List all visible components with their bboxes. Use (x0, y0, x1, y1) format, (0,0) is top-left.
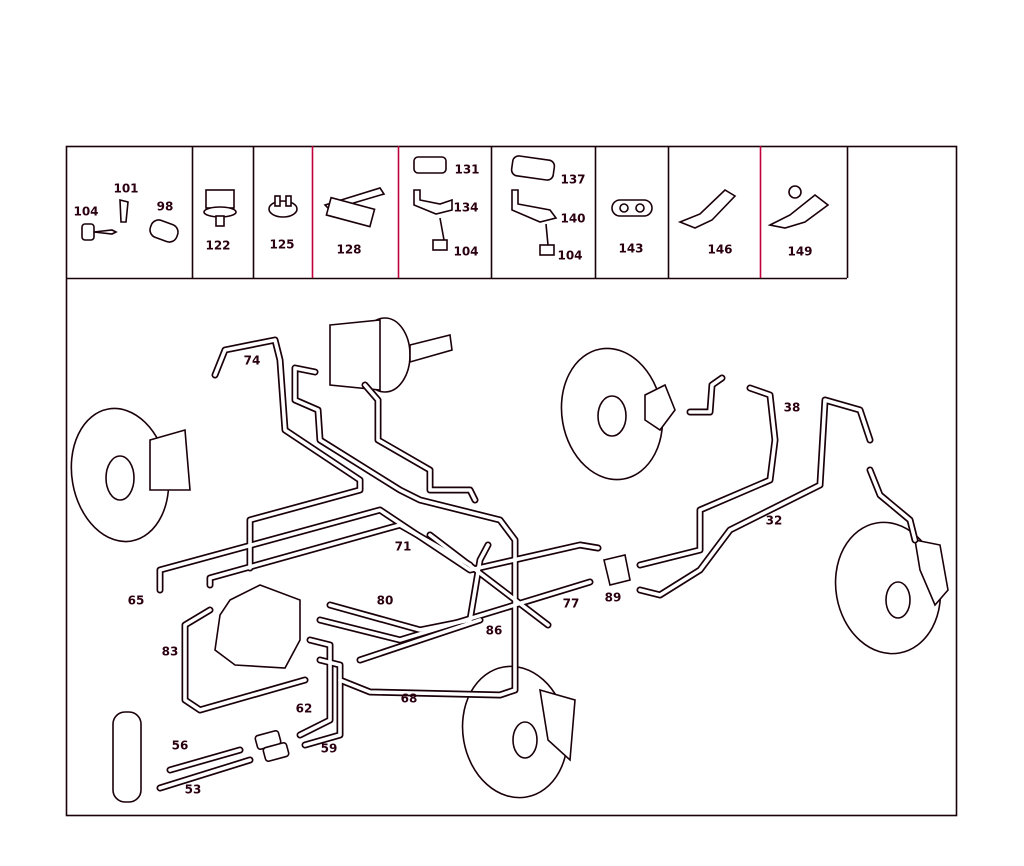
accumulator (112, 711, 142, 803)
part-label: 62 (296, 702, 313, 716)
holder-icon (203, 189, 237, 227)
front-left-brake-disc (70, 407, 191, 543)
part-label: 104 (73, 205, 98, 219)
brake-pipe-inner (688, 376, 724, 414)
clip-131-icon (413, 156, 447, 174)
brake-pipe-inner (638, 398, 872, 597)
brake-pipe-inner (168, 748, 242, 772)
part-label: 140 (560, 212, 585, 226)
part-label: 137 (560, 173, 585, 187)
part-label: 65 (128, 594, 145, 608)
clip-icon (119, 198, 129, 223)
brake-pipe-inner (213, 338, 362, 570)
header-parts-row (66, 146, 849, 280)
part-label: 89 (605, 591, 622, 605)
part-label: 74 (244, 354, 261, 368)
brake-lines (156, 336, 919, 792)
brake-pipe-inner (208, 523, 472, 587)
brake-pipe-inner (638, 386, 777, 567)
connectors (254, 730, 290, 762)
bracket-140-icon (511, 189, 558, 223)
bolt-icon (81, 223, 118, 241)
part-label: 68 (401, 692, 418, 706)
screw-104-icon (432, 217, 448, 251)
long-clip-icon (323, 187, 386, 228)
brake-pipe-inner (303, 658, 342, 747)
grommet-icon (268, 195, 298, 218)
rear-left-brake-disc (461, 665, 576, 799)
part-label: 77 (563, 597, 580, 611)
brake-pipe-inner (318, 580, 592, 642)
connector-89 (603, 554, 631, 586)
cable-tie-icon (677, 188, 737, 229)
sleeve-icon (149, 219, 179, 243)
brake-pipe-inner (293, 366, 517, 697)
screw-104b-icon (539, 223, 555, 256)
brake-pipe (156, 506, 602, 594)
diagram-frame (65, 145, 958, 817)
part-label: 131 (454, 163, 479, 177)
part-label: 149 (787, 245, 812, 259)
part-label: 122 (205, 239, 230, 253)
part-label: 101 (113, 182, 138, 196)
part-label: 80 (377, 594, 394, 608)
hydraulic-unit (214, 584, 301, 669)
part-label: 128 (336, 243, 361, 257)
cable-tie-clip-icon (767, 185, 830, 229)
brake-pipe (636, 396, 874, 599)
part-label: 56 (172, 739, 189, 753)
part-label: 104 (557, 249, 582, 263)
part-label: 38 (784, 401, 801, 415)
part-label: 98 (157, 200, 174, 214)
part-label: 53 (185, 783, 202, 797)
part-label: 125 (269, 238, 294, 252)
part-label: 134 (453, 201, 478, 215)
part-label: 32 (766, 514, 783, 528)
part-label: 143 (618, 242, 643, 256)
clip-137-icon (510, 155, 556, 181)
part-label: 86 (486, 624, 503, 638)
part-label: 59 (321, 742, 338, 756)
part-label: 71 (395, 540, 412, 554)
part-label: 104 (453, 245, 478, 259)
part-label: 146 (707, 243, 732, 257)
front-right-brake-disc (560, 347, 676, 481)
bracket-134-icon (413, 189, 453, 215)
brake-pipe-inner (298, 638, 332, 737)
rear-right-brake-disc (834, 521, 949, 655)
brake-pipe-inner (363, 383, 477, 502)
brake-pipe-inner (428, 533, 550, 627)
brake-booster (329, 317, 453, 393)
part-label: 83 (162, 645, 179, 659)
brake-pipe-inner (868, 468, 917, 542)
brake-pipe-inner (183, 608, 307, 712)
brake-pipe-inner (358, 618, 482, 662)
brake-pipe-inner (158, 758, 252, 790)
double-grommet-icon (611, 199, 653, 217)
